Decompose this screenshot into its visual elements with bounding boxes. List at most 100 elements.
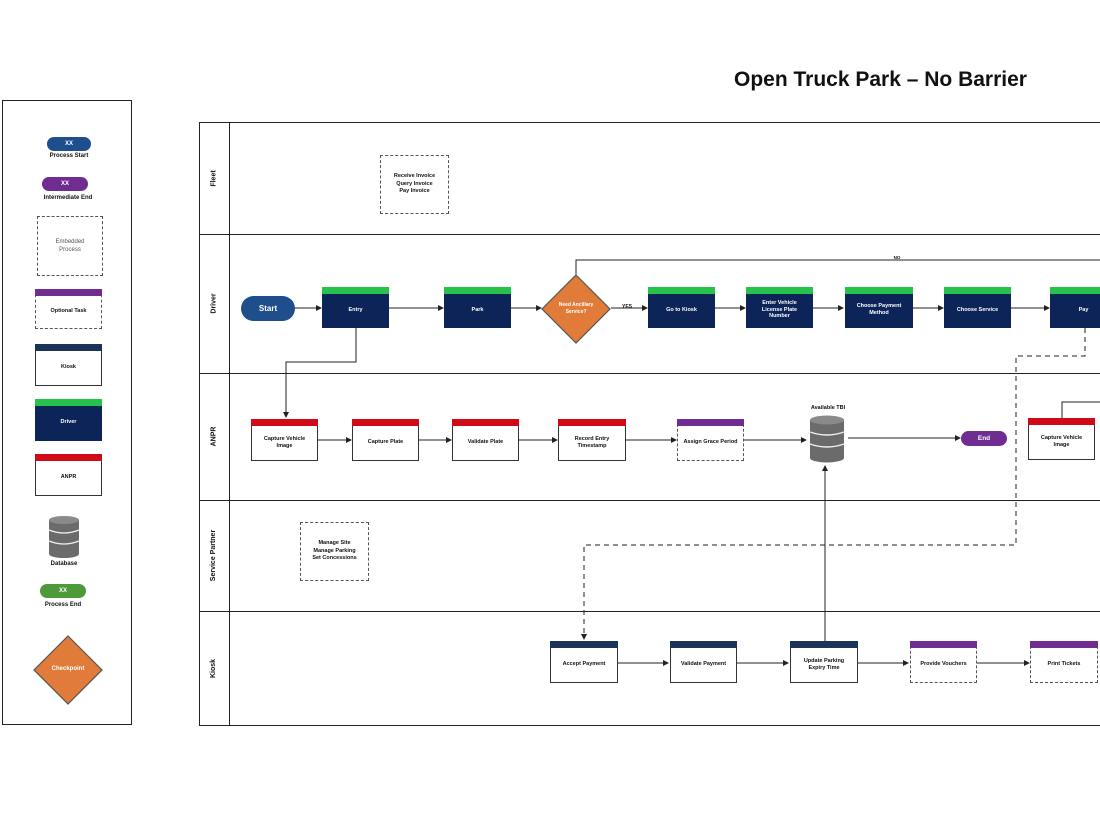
legend-panel [2, 100, 132, 725]
lane-divider-3 [199, 500, 1100, 501]
task-choose-payment: Choose Payment Method [845, 287, 913, 328]
legend-anpr-label: ANPR [60, 474, 77, 481]
lane-label-driver: Driver [210, 293, 218, 314]
task-pay: Pay [1050, 287, 1100, 328]
task-validate-payment: Validate Payment [670, 641, 737, 683]
task-capture-vehicle-image-label: Capture Vehicle Image [263, 435, 306, 449]
legend-process-start-label: Process Start [49, 153, 89, 159]
legend-driver-label: Driver [60, 419, 77, 426]
task-validate-payment-bar [670, 641, 737, 648]
legend-process-start-shape: XX [47, 137, 91, 151]
database-label: Available TBI [810, 405, 846, 411]
task-go-to-kiosk-label: Go to Kiosk [666, 306, 697, 313]
task-choose-payment-bar [845, 287, 913, 294]
task-capture-vehicle-image: Capture Vehicle Image [251, 419, 318, 461]
task-provide-vouchers-bar [910, 641, 977, 648]
decision-diamond [541, 274, 611, 344]
task-print-tickets-label: Print Tickets [1047, 661, 1081, 668]
task-capture-vehicle-image-2: Capture Vehicle Image [1028, 418, 1095, 460]
task-choose-service-label: Choose Service [956, 306, 999, 313]
task-capture-vehicle-image-2-label: Capture Vehicle Image [1040, 434, 1083, 448]
database-icon [809, 415, 845, 463]
task-choose-payment-label: Choose Payment Method [856, 303, 902, 316]
decision-label: Need Ancillary Service? [558, 302, 594, 315]
legend-intermediate-end-shape: XX [42, 177, 88, 191]
task-provide-vouchers-label: Provide Vouchers [920, 661, 967, 668]
task-enter-plate-label: Enter Vehicle License Plate Number [761, 299, 798, 320]
task-capture-vehicle-image-bar [251, 419, 318, 426]
task-validate-plate: Validate Plate [452, 419, 519, 461]
task-update-parking-expiry-label: Update Parking Expiry Time [803, 657, 845, 671]
legend-intermediate-end-label: Intermediate End [43, 195, 93, 201]
task-go-to-kiosk: Go to Kiosk [648, 287, 715, 328]
task-choose-service-bar [944, 287, 1011, 294]
lane-label-fleet: Fleet [210, 169, 218, 187]
lane-header-divider [229, 122, 230, 726]
task-capture-plate-label: Capture Plate [367, 439, 404, 446]
legend-process-end-label: Process End [44, 602, 82, 608]
legend-embedded-process: Embedded Process [37, 216, 103, 276]
task-update-parking-expiry: Update Parking Expiry Time [790, 641, 858, 683]
task-capture-plate: Capture Plate [352, 419, 419, 461]
task-accept-payment-label: Accept Payment [562, 661, 606, 668]
legend-database-icon [48, 516, 80, 558]
task-choose-service: Choose Service [944, 287, 1011, 328]
task-validate-plate-label: Validate Plate [467, 439, 504, 446]
legend-checkpoint-label: Checkpoint [51, 666, 85, 672]
lane-divider-4 [199, 611, 1100, 612]
legend-driver-bar [35, 399, 102, 406]
task-provide-vouchers: Provide Vouchers [910, 641, 977, 683]
task-record-entry-timestamp-label: Record Entry Timestamp [574, 435, 610, 449]
task-validate-plate-bar [452, 419, 519, 426]
task-park: Park [444, 287, 511, 328]
task-enter-plate: Enter Vehicle License Plate Number [746, 287, 813, 328]
lane-label-kiosk: Kiosk [210, 658, 218, 679]
start-node: Start [241, 296, 295, 321]
task-print-tickets-bar [1030, 641, 1098, 648]
lane-label-anpr: ANPR [210, 426, 218, 447]
task-validate-payment-label: Validate Payment [680, 661, 727, 668]
legend-kiosk-label: Kiosk [61, 364, 76, 371]
task-enter-plate-bar [746, 287, 813, 294]
task-accept-payment-bar [550, 641, 618, 648]
task-print-tickets: Print Tickets [1030, 641, 1098, 683]
legend-anpr-bar [35, 454, 102, 461]
legend-anpr: ANPR [35, 454, 102, 496]
legend-optional-task: Optional Task [35, 289, 102, 329]
task-entry: Entry [322, 287, 389, 328]
swimlane-pool [199, 122, 1100, 726]
task-record-entry-timestamp: Record Entry Timestamp [558, 419, 626, 461]
task-record-entry-timestamp-bar [558, 419, 626, 426]
task-assign-grace-period-bar [677, 419, 744, 426]
task-park-bar [444, 287, 511, 294]
task-assign-grace-period: Assign Grace Period [677, 419, 744, 461]
task-pay-label: Pay [1078, 306, 1089, 313]
legend-process-end-shape: XX [40, 584, 86, 598]
task-assign-grace-period-label: Assign Grace Period [683, 439, 738, 446]
end-node: End [961, 431, 1007, 446]
lane-divider-2 [199, 373, 1100, 374]
fleet-invoice-process: Receive Invoice Query Invoice Pay Invoic… [380, 155, 449, 214]
task-capture-vehicle-image-2-bar [1028, 418, 1095, 425]
service-partner-manage-process: Manage Site Manage Parking Set Concessio… [300, 522, 369, 581]
task-capture-plate-bar [352, 419, 419, 426]
task-accept-payment: Accept Payment [550, 641, 618, 683]
lane-label-service-partner: Service Partner [210, 529, 218, 582]
legend-checkpoint-diamond [33, 635, 103, 705]
diagram-title: Open Truck Park – No Barrier [734, 68, 1027, 91]
lane-divider-1 [199, 234, 1100, 235]
task-entry-label: Entry [348, 306, 363, 313]
legend-database-label: Database [50, 561, 78, 567]
task-park-label: Park [471, 306, 484, 313]
legend-driver: Driver [35, 399, 102, 441]
task-entry-bar [322, 287, 389, 294]
task-go-to-kiosk-bar [648, 287, 715, 294]
task-pay-bar [1050, 287, 1100, 294]
legend-optional-task-label: Optional Task [50, 308, 87, 315]
decision-yes-label: YES [621, 304, 632, 310]
legend-kiosk-bar [35, 344, 102, 351]
legend-kiosk: Kiosk [35, 344, 102, 386]
task-update-parking-expiry-bar [790, 641, 858, 648]
decision-no-label: NO [893, 255, 901, 260]
legend-optional-task-bar [35, 289, 102, 296]
